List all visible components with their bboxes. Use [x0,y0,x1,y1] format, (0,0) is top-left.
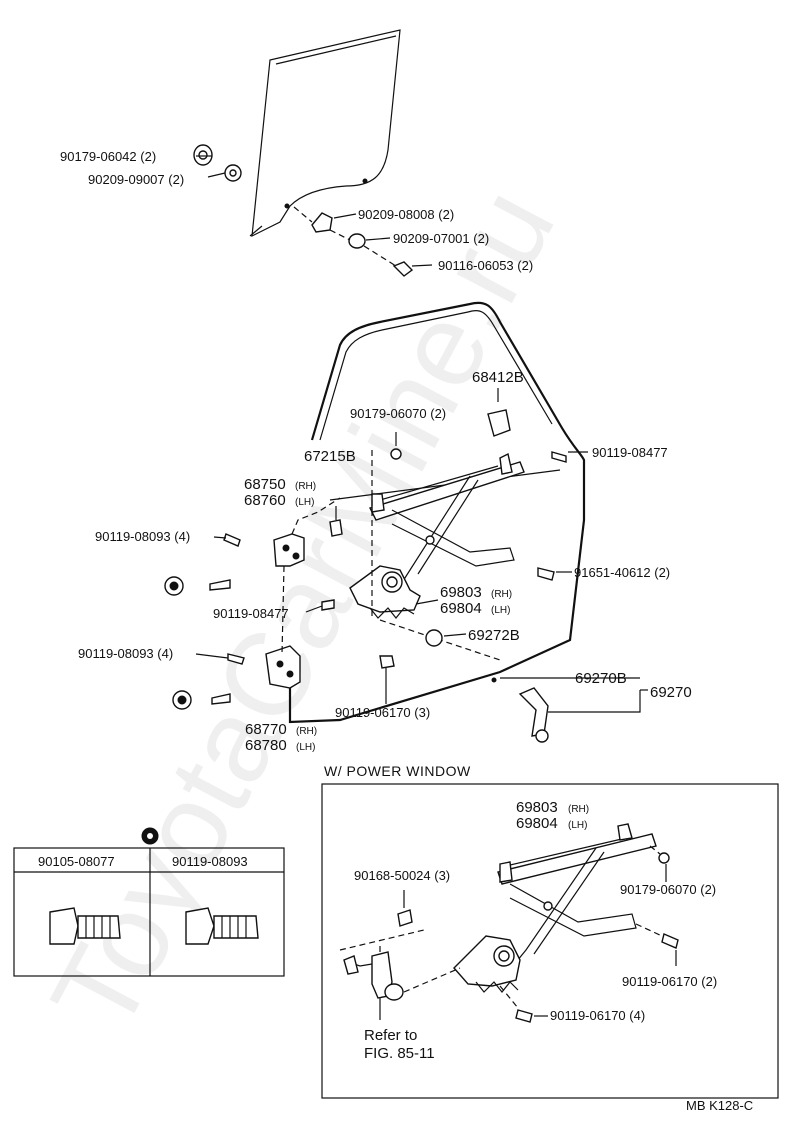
hinge-upper [273,497,341,567]
label-rh: (RH) [491,589,512,600]
label-bolt-mid: 90119-08477 [213,606,289,621]
label-68750: 68750 [244,476,286,493]
fastener-table: 90105-08077 90119-08093 [13,827,285,977]
svg-text:90209-07001 (2): 90209-07001 (2) [393,231,489,246]
part-number: 90116-06053 [438,258,514,273]
label-rh: (RH) [295,481,316,492]
part-number: 90209-07001 [393,231,470,246]
label-68760: 68760 [244,492,286,509]
label-lh: (LH) [491,605,510,616]
label-69803: 69803 [440,584,482,601]
power-window-section: W/ POWER WINDOW 69803 (RH) [321,763,779,1099]
label-68770: 68770 [245,721,287,738]
quantity: (2) [140,149,156,164]
door-glass [249,29,401,238]
quantity: (2) [168,172,184,187]
glass-labels: 90179-06042 (2) 90209-09007 (2) 90209-08… [60,149,533,273]
label-68412b: 68412B [472,369,524,386]
label-bolt-lower: 90119-08093 (4) [78,646,173,661]
manual-regulator [349,450,525,661]
label-69272b: 69272B [468,627,520,644]
table-header: 90105-08077 [38,854,115,869]
label-lh: (LH) [295,497,314,508]
label-lh: (LH) [296,742,315,753]
refer-line-2: FIG. 85-11 [364,1045,435,1062]
part-number: 90179-06042 [60,149,137,164]
svg-text:90116-06053 (2): 90116-06053 (2) [438,258,533,273]
svg-text:90209-09007 (2): 90209-09007 (2) [88,172,184,187]
part-number: 90209-09007 [88,172,165,187]
label-screw: 91651-40612 (2) [574,565,670,580]
label-screw: 90168-50024 (3) [354,868,450,883]
label-bolt-upper: 90119-08093 (4) [95,529,190,544]
quantity: (2) [438,207,454,222]
refer-line-1: Refer to [364,1027,417,1044]
regulator-fasteners [164,448,567,710]
section-title: W/ POWER WINDOW [324,763,471,779]
svg-text:90209-08008 (2): 90209-08008 (2) [358,207,454,222]
window-handle [491,677,648,743]
label-69270: 69270 [650,684,692,701]
label-67215b: 67215B [304,448,356,465]
bolt-washer-icon [185,907,259,945]
regulator-leaders [195,432,588,704]
label-rh: (RH) [568,804,589,815]
label-69803: 69803 [516,799,558,816]
quantity: (2) [473,231,489,246]
label-lh: (LH) [568,820,587,831]
regulator-labels: 68412B 90179-06070 (2) 90119-08477 67215… [78,369,692,754]
quantity: (2) [517,258,533,273]
label-rh: (RH) [296,726,317,737]
label-bolt-bottom: 90119-06170 (4) [550,1008,645,1023]
table-header: 90119-08093 [172,854,248,869]
label-nut: 90179-06070 (2) [620,882,716,897]
label-69804: 69804 [440,600,482,617]
label-68780: 68780 [245,737,287,754]
label-bolt-right: 90119-08477 [592,445,668,460]
part-number: 90209-08008 [358,207,435,222]
channel-part [487,388,511,437]
label-nut-top: 90179-06070 (2) [350,406,446,421]
figure-code: MB K128-C [686,1098,753,1113]
hinge-lower [265,565,301,689]
svg-text:90179-06042 (2): 90179-06042 (2) [60,149,156,164]
label-69804: 69804 [516,815,558,832]
label-bolt-bottom: 90119-06170 (3) [335,705,430,720]
label-69270b: 69270B [575,670,627,687]
glass-fasteners [193,144,433,277]
label-bolt-right: 90119-06170 (2) [622,974,717,989]
bolt-flange-icon [49,907,121,945]
